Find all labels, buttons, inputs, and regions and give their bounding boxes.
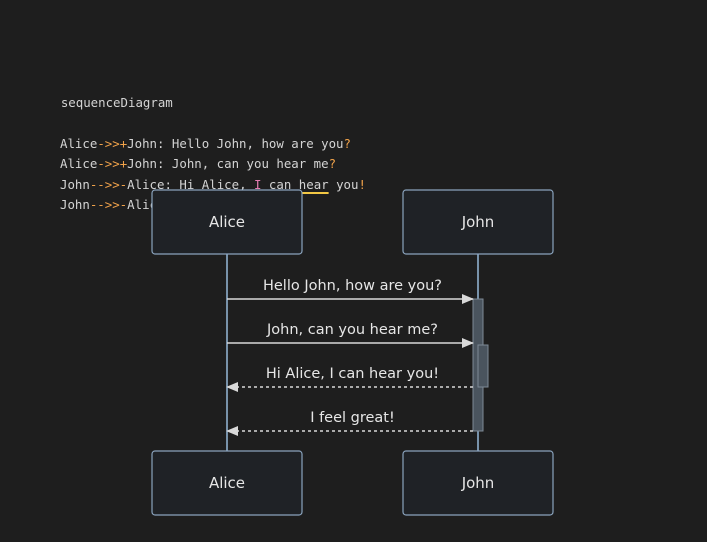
- code-actor-to: John: [127, 156, 157, 171]
- code-message-part: John, can you hear me: [171, 156, 329, 171]
- code-arrow: -->>-: [89, 176, 128, 192]
- message-label: I feel great!: [310, 410, 395, 426]
- participant-label-alice: Alice: [209, 474, 245, 492]
- code-arrow: ->>+: [97, 135, 128, 151]
- code-actor-from: Alice: [60, 135, 98, 151]
- participant-label-john: John: [461, 474, 495, 492]
- code-message-part: !: [358, 176, 366, 192]
- code-keyword: sequenceDiagram: [60, 94, 173, 110]
- message-label: Hi Alice, I can hear you!: [266, 366, 439, 382]
- participant-box-alice: [151, 450, 303, 516]
- code-message-part: hear: [298, 176, 329, 192]
- participant-label-john: John: [461, 213, 495, 231]
- code-actor-from: Alice: [60, 156, 98, 171]
- code-message-part: ?: [343, 135, 351, 151]
- code-message-part: can: [261, 176, 299, 192]
- code-message-part: you: [328, 176, 359, 192]
- code-actor-from: John: [60, 197, 90, 212]
- code-message-part: I: [254, 176, 262, 192]
- code-arrow: -->>-: [89, 197, 128, 212]
- participant-box-alice: [151, 189, 303, 255]
- code-colon: :: [164, 176, 180, 192]
- code-actor-to: John: [127, 135, 157, 151]
- code-colon: :: [157, 156, 172, 171]
- code-message-part: Hello John, how are you: [171, 135, 344, 151]
- code-line: Alice->>+John: Hello John, how are you?: [31, 134, 366, 155]
- code-message-part: Hi Alice,: [179, 176, 254, 192]
- code-actor-from: John: [60, 176, 90, 192]
- participant-label-alice: Alice: [209, 213, 245, 231]
- code-arrow: ->>+: [97, 156, 128, 171]
- code-colon: :: [157, 135, 172, 151]
- message-label: Hello John, how are you?: [263, 278, 442, 294]
- code-line-header: sequenceDiagram: [31, 72, 366, 110]
- activation-bar-nested: [477, 344, 489, 388]
- participant-box-john: [402, 189, 554, 255]
- code-line: John-->>-Alice: Hi Alice, I can hear you…: [31, 175, 366, 196]
- participant-box-john: [402, 450, 554, 516]
- message-label: John, can you hear me?: [266, 322, 438, 338]
- code-message-part: ?: [328, 156, 337, 171]
- code-line: Alice->>+John: John, can you hear me?: [31, 154, 366, 175]
- code-actor-to: Alice: [127, 176, 165, 192]
